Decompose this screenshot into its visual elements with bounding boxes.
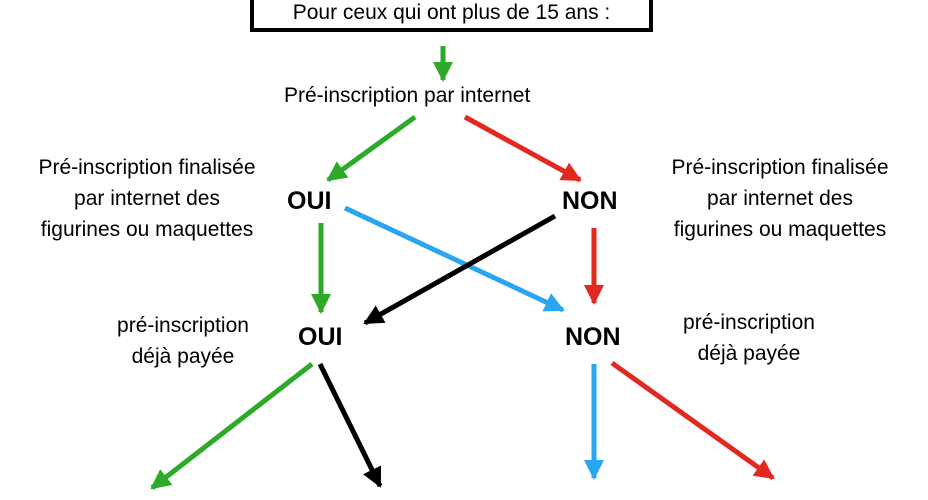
arrow-non-to-oui [363, 213, 557, 326]
finalisee-right-text: Pré-inscription finalisée par internet d… [646, 152, 914, 245]
arrow-preinscription-to-oui [326, 114, 417, 183]
payee-left-line-2: déjà payée [131, 345, 235, 368]
finalisee-right-line-3: figurines ou maquettes [673, 218, 887, 241]
arrow-oui2-down-left [150, 362, 314, 490]
payee-right-line-1: pré-inscription [683, 311, 815, 334]
arrow-oui2-down-right [317, 362, 383, 488]
payee-left-line-1: pré-inscription [117, 314, 249, 337]
node-non-1: NON [562, 187, 618, 215]
node-non-2: NON [565, 323, 621, 351]
finalisee-left-line-1: Pré-inscription finalisée [38, 156, 256, 179]
finalisee-left-line-2: par internet des [74, 187, 220, 210]
finalisee-right-line-2: par internet des [707, 187, 853, 210]
node-oui-2: OUI [298, 323, 343, 351]
finalisee-left-line-3: figurines ou maquettes [40, 218, 254, 241]
title-text: Pour ceux qui ont plus de 15 ans : [292, 1, 611, 24]
title-box: Pour ceux qui ont plus de 15 ans : [250, 0, 653, 32]
preinscription-label: Pré-inscription par internet [284, 84, 531, 107]
finalisee-right-line-1: Pré-inscription finalisée [671, 156, 889, 179]
finalisee-left-text: Pré-inscription finalisée par internet d… [14, 152, 280, 245]
arrow-non2-down-right [610, 360, 775, 481]
payee-left-text: pré-inscription déjà payée [98, 310, 268, 372]
node-oui-1: OUI [287, 187, 332, 215]
arrow-preinscription-to-non [463, 114, 582, 183]
payee-right-line-2: déjà payée [697, 342, 801, 365]
arrow-oui-to-non [343, 205, 565, 313]
payee-right-text: pré-inscription déjà payée [664, 307, 834, 369]
